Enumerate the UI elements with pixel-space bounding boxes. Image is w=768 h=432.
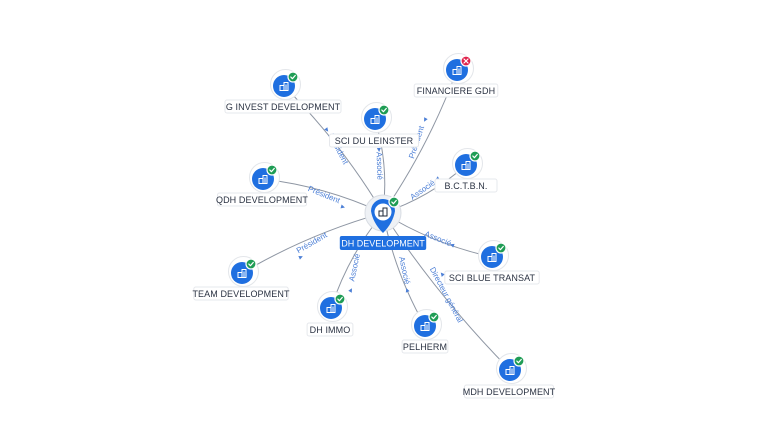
company-node-dh-immo[interactable]: DH IMMO	[306, 291, 354, 337]
relation-arrow	[376, 147, 381, 152]
company-name: MDH DEVELOPMENT	[463, 387, 556, 397]
company-name: QDH DEVELOPMENT	[216, 195, 308, 205]
relation-label: Associé	[423, 229, 453, 248]
relation-arrow	[450, 243, 455, 248]
active-status-icon	[513, 355, 525, 367]
active-status-icon	[378, 104, 390, 116]
company-node-bctbn[interactable]: B.C.T.B.N.	[434, 148, 498, 193]
building-icon	[258, 175, 268, 184]
active-status-icon	[266, 164, 278, 176]
closed-status-icon	[460, 55, 472, 67]
active-status-icon	[495, 242, 507, 254]
company-node-team[interactable]: TEAM DEVELOPMENT	[192, 256, 290, 301]
relation-arrow	[298, 255, 303, 260]
active-status-icon	[428, 311, 440, 323]
company-name: PELHERM	[403, 342, 447, 352]
relation-arrow	[348, 288, 352, 293]
active-status-icon	[388, 196, 400, 208]
company-node-financiere-gdh[interactable]: FINANCIERE GDH	[413, 53, 499, 98]
center-company-name: DH DEVELOPMENT	[341, 239, 425, 249]
company-name: G INVEST DEVELOPMENT	[226, 102, 341, 112]
building-icon	[326, 304, 336, 313]
relation-arrow	[405, 288, 410, 293]
relation-edge	[382, 212, 511, 371]
center-node[interactable]: DH DEVELOPMENT	[339, 194, 427, 250]
active-status-icon	[334, 293, 346, 305]
company-node-sci-blue[interactable]: SCI BLUE TRANSAT	[444, 240, 540, 285]
building-icon	[452, 66, 462, 75]
company-name: SCI BLUE TRANSAT	[449, 273, 536, 283]
building-icon	[370, 115, 380, 124]
building-icon	[461, 161, 471, 170]
building-icon	[505, 366, 515, 375]
active-status-icon	[245, 258, 257, 270]
nodes-layer: G INVEST DEVELOPMENT SCI DU LEINSTER FINAN…	[192, 53, 556, 399]
company-node-g-invest[interactable]: G INVEST DEVELOPMENT	[224, 69, 342, 114]
relation-arrow	[424, 117, 428, 122]
relation-arrow	[324, 127, 329, 132]
center-label-badge	[339, 236, 427, 250]
relation-label: Président	[307, 184, 342, 205]
relation-label: Associé	[347, 252, 362, 282]
building-icon	[487, 253, 497, 262]
relation-arrow	[340, 204, 345, 209]
company-node-pelherm[interactable]: PELHERM	[401, 309, 449, 354]
relation-arrow	[440, 272, 445, 277]
company-node-mdh[interactable]: MDH DEVELOPMENT	[463, 353, 556, 399]
building-icon	[237, 269, 247, 278]
company-name: FINANCIERE GDH	[417, 86, 495, 96]
company-name: DH IMMO	[310, 325, 351, 335]
company-name: B.C.T.B.N.	[444, 181, 487, 191]
relation-label: Associé	[375, 152, 385, 181]
building-icon	[378, 207, 388, 217]
building-icon	[279, 82, 289, 91]
active-status-icon	[287, 71, 299, 83]
company-name: SCI DU LEINSTER	[335, 136, 414, 146]
building-icon	[420, 322, 430, 331]
company-node-sci-leinster[interactable]: SCI DU LEINSTER	[329, 102, 419, 148]
company-name: TEAM DEVELOPMENT	[192, 289, 290, 299]
active-status-icon	[469, 150, 481, 162]
company-node-qdh[interactable]: QDH DEVELOPMENT	[216, 162, 308, 207]
